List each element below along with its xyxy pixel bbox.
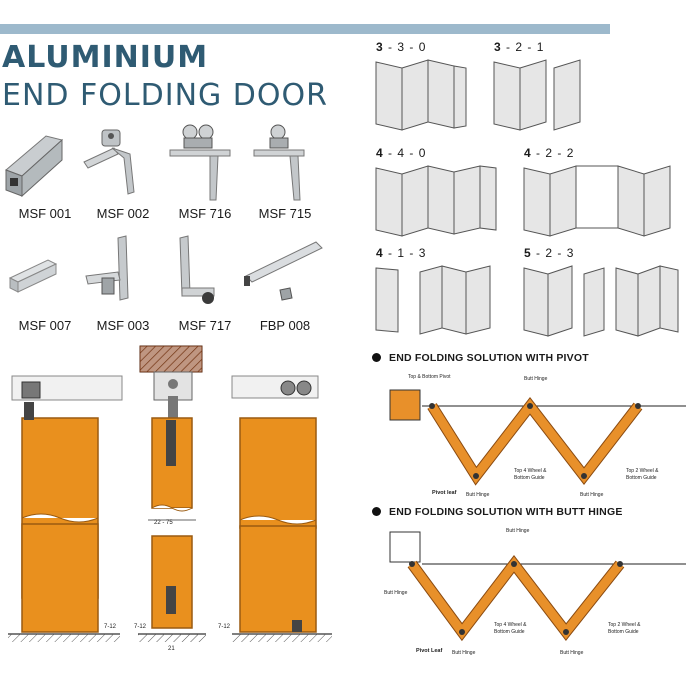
bullet-icon — [372, 507, 381, 516]
part-msf-007: MSF 007 — [0, 232, 90, 342]
track-profile-image — [5, 135, 64, 198]
door-configurations: 3 - 3 - 0 3 - 2 - 1 4 - 4 - 0 4 - 2 - 2 — [360, 40, 686, 340]
config-label: 4 - 1 - 3 — [376, 246, 427, 260]
pivot-plan-svg: Top & Bottom Pivot Butt Hinge Top 4 Whee… — [389, 374, 686, 498]
config-label: 4 - 2 - 2 — [524, 146, 575, 160]
config-5-2-3: 5 - 2 - 3 — [508, 246, 686, 346]
left-door-elevation: 7-12 — [8, 375, 123, 642]
dim-right: 7-12 — [218, 624, 231, 630]
label-pivot-leaf: Pivot Leaf — [416, 648, 442, 654]
part-msf-715: MSF 715 — [240, 120, 330, 230]
part-msf-003: MSF 003 — [78, 232, 168, 342]
dim-left: 7-12 — [104, 624, 117, 630]
config-diagram — [523, 165, 671, 237]
two-wheel-carrier-image — [253, 124, 305, 201]
label-top2-line2: Bottom Guide — [608, 629, 639, 635]
config-label: 3 - 2 - 1 — [494, 40, 545, 54]
label-top2-line2: Bottom Guide — [626, 475, 657, 481]
right-door-elevation: 7-12 — [218, 375, 332, 642]
butt-solution-diagram: Butt Hinge Butt Hinge Top 4 Wheel & Bott… — [368, 520, 686, 664]
door-elevation-svg: 7-12 22 - 75 7-12 21 — [8, 345, 332, 652]
config-3-3-0: 3 - 3 - 0 — [360, 40, 480, 140]
page-title-line1: ALUMINIUM — [2, 40, 209, 75]
label-butt-hinge-left: Butt Hinge — [384, 590, 408, 596]
butt-hinge-plan-svg: Butt Hinge Butt Hinge Top 4 Wheel & Bott… — [384, 528, 686, 656]
middle-door-section: 22 - 75 7-12 21 — [134, 345, 206, 652]
label-top4-line1: Top 4 Wheel & — [514, 468, 547, 474]
bottom-pivot-image — [85, 235, 129, 301]
label-butt-hinge-bottom1: Butt Hinge — [452, 650, 476, 656]
dim-mid: 7-12 — [134, 624, 147, 630]
label-top4-line2: Bottom Guide — [514, 475, 545, 481]
bottom-guide-channel-image — [8, 259, 58, 293]
config-diagram — [523, 265, 679, 337]
part-code: MSF 007 — [18, 318, 72, 333]
config-diagram — [375, 59, 467, 131]
bullet-icon — [372, 353, 381, 362]
pivot-solution-heading: END FOLDING SOLUTION WITH PIVOT — [372, 352, 589, 364]
dim-bottom: 21 — [168, 646, 175, 652]
label-butt-hinge-bottom2: Butt Hinge — [560, 650, 584, 656]
label-butt-hinge-bottom1: Butt Hinge — [466, 492, 490, 498]
config-diagram — [375, 265, 491, 335]
part-msf-717: MSF 717 — [160, 232, 250, 342]
dim-width: 22 - 75 — [154, 520, 173, 526]
pivot-bracket-image — [83, 129, 135, 195]
part-msf-002: MSF 002 — [78, 120, 168, 230]
label-butt-hinge-top: Butt Hinge — [524, 376, 548, 382]
part-code: MSF 001 — [18, 206, 72, 221]
part-code: MSF 716 — [178, 206, 232, 221]
flush-bolt-plate-image — [244, 241, 323, 301]
part-code: FBP 008 — [259, 318, 311, 333]
config-4-2-2: 4 - 2 - 2 — [508, 146, 686, 246]
label-butt-hinge-top: Butt Hinge — [506, 528, 530, 534]
label-top4-line1: Top 4 Wheel & — [494, 622, 527, 628]
label-top4-line2: Bottom Guide — [494, 629, 525, 635]
config-diagram — [375, 165, 497, 237]
config-3-2-1: 3 - 2 - 1 — [478, 40, 598, 140]
label-top2-line1: Top 2 Wheel & — [626, 468, 659, 474]
guide-bracket-image — [179, 235, 215, 304]
part-msf-001: MSF 001 — [0, 120, 90, 230]
door-section-drawings: 7-12 22 - 75 7-12 21 — [0, 340, 340, 686]
config-label: 3 - 3 - 0 — [376, 40, 427, 54]
config-4-4-0: 4 - 4 - 0 — [360, 146, 510, 246]
label-pivot-leaf: Pivot leaf — [432, 490, 457, 496]
part-code: MSF 002 — [96, 206, 150, 221]
config-4-1-3: 4 - 1 - 3 — [360, 246, 510, 346]
butt-solution-heading: END FOLDING SOLUTION WITH BUTT HINGE — [372, 506, 623, 518]
label-top2-line1: Top 2 Wheel & — [608, 622, 641, 628]
label-top-bottom-pivot: Top & Bottom Pivot — [408, 374, 451, 380]
config-label: 4 - 4 - 0 — [376, 146, 427, 160]
page-title-line2: END FOLDING DOOR — [2, 78, 328, 113]
part-code: MSF 003 — [96, 318, 150, 333]
config-diagram — [493, 59, 581, 131]
four-wheel-carrier-image — [169, 124, 231, 201]
part-fbp-008: FBP 008 — [240, 232, 330, 342]
header-accent-bar — [0, 24, 610, 34]
part-msf-716: MSF 716 — [160, 120, 250, 230]
part-code: MSF 717 — [178, 318, 232, 333]
part-code: MSF 715 — [258, 206, 312, 221]
label-butt-hinge-bottom2: Butt Hinge — [580, 492, 604, 498]
config-label: 5 - 2 - 3 — [524, 246, 575, 260]
pivot-solution-diagram: Top & Bottom Pivot Butt Hinge Top 4 Whee… — [368, 366, 686, 502]
